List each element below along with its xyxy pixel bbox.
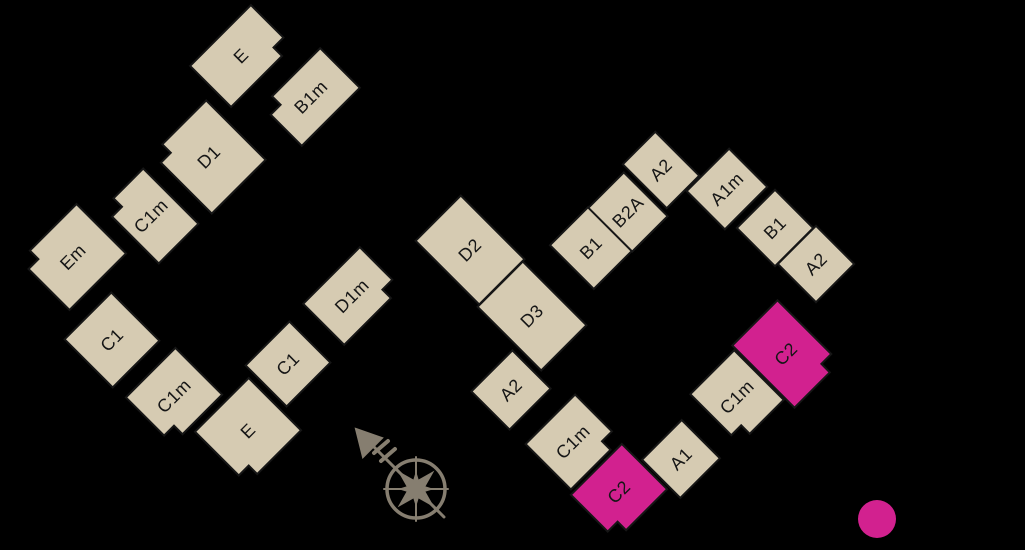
unit-E[interactable] [188,3,285,109]
unit-C1[interactable] [63,291,161,389]
unit-A2[interactable] [621,130,701,210]
unit-C1m[interactable] [524,393,614,491]
unit-A1[interactable] [640,418,722,500]
unit-B2A[interactable] [586,170,670,254]
compass-north-icon [354,427,449,522]
unit-D1m[interactable] [301,245,394,347]
unit-E[interactable] [193,376,303,477]
unit-C2[interactable] [569,442,669,534]
unit-B1m[interactable] [269,46,362,148]
unit-D2[interactable] [414,194,526,306]
unit-C1m[interactable] [688,348,786,437]
unit-Em[interactable] [27,202,128,312]
unit-C1m[interactable] [124,346,224,438]
unit-A1m[interactable] [685,147,769,231]
unit-C1m[interactable] [110,167,200,265]
unit-C2[interactable] [730,298,833,410]
unit-D3[interactable] [476,260,588,372]
unit-C1[interactable] [244,320,332,408]
unit-A2[interactable] [776,224,856,304]
unit-A2[interactable] [469,348,553,432]
unit-D1[interactable] [159,98,268,216]
highlight-marker-dot [858,500,896,538]
